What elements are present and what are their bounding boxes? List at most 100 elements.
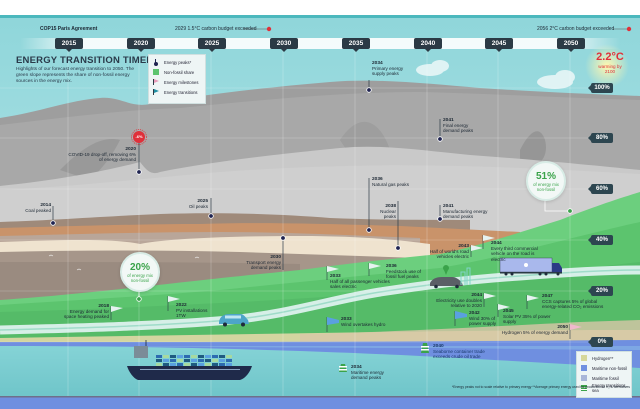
annotation-year: 2044 (471, 293, 482, 298)
annotation-text: Wind overtakes hydro (341, 322, 386, 328)
annotation-year: 2047 (542, 294, 553, 299)
annotation-text: Maritime energy demand peaks (351, 370, 384, 381)
scale-label-0: 0% (588, 337, 613, 347)
annotation-year: 2014 (40, 203, 51, 208)
electric-truck-icon (499, 257, 562, 276)
annotation-year: 2033 (330, 274, 341, 279)
annotation-year: 2020 (125, 147, 136, 152)
legend-label: Non-fossil share (164, 69, 195, 75)
annotation-year: 2018 (98, 304, 109, 309)
annotation-year: 2042 (469, 311, 480, 316)
flag-icon-2043 (470, 245, 483, 257)
legend-item-non-fossil: Non-fossil share (149, 67, 205, 77)
annotation-text: CCS captures 5% of global energy-related… (542, 299, 604, 310)
year-label-2030: 2030 (270, 38, 298, 52)
annotation-text: Every third commercial vehicle on the ro… (491, 246, 538, 262)
pink-flag-icon (153, 79, 159, 85)
annotation-text: Primary energy supply peaks (372, 66, 404, 77)
event-cop15: COP15 Paris Agreement (40, 26, 98, 32)
bubble-51-percent: 51% of energy mix non-fossil (526, 161, 566, 201)
buoy-icon-2034 (339, 364, 347, 372)
annotation-text: PV installations 1TW (176, 308, 208, 319)
windsock-icon-2042 (454, 311, 467, 326)
annotation-text: Transport energy demand peaks (246, 260, 281, 271)
year-label-2035: 2035 (342, 38, 370, 52)
annotation-year: 2034 (372, 61, 383, 66)
peak-pin-2025 (208, 213, 214, 219)
peak-pin-2034 (366, 87, 372, 93)
warming-value: 2.2°C (596, 51, 624, 63)
bubble-value: 51% (535, 171, 556, 182)
event-carbon-budget-1-5: 2029 1.5°C carbon budget exceeded (175, 26, 257, 32)
legend-label: Maritime fossil (592, 375, 619, 381)
annotation-text: Nuclear peaks (380, 209, 396, 220)
scale-label-60: 60% (588, 184, 613, 194)
bubble-value: 20% (129, 262, 150, 273)
flag-icon-2022 (167, 296, 180, 311)
annotation-year: 2041 (443, 118, 454, 123)
annotation-text: Electricity use doubles relative to 2020 (436, 298, 482, 309)
annotation-text: Half of all passenger vehicles sales ele… (330, 279, 390, 290)
carbon-budget-marker-2029 (266, 26, 272, 32)
scale-label-100: 100% (588, 83, 613, 93)
annotation-year: 2044 (491, 241, 502, 246)
annotation-text: Manufacturing energy demand peaks (443, 209, 488, 220)
footnote: *Energy peaks not to scale relative to p… (451, 385, 630, 389)
electric-car-icon (430, 265, 463, 289)
peak-pin-2030 (280, 235, 286, 241)
container-ship-icon (127, 340, 252, 380)
annotation-text: Coal peaked (25, 208, 51, 214)
pin-icon (153, 59, 159, 66)
windsock-icon-2033 (326, 317, 339, 332)
legend-label: Energy transitions sea (592, 383, 626, 393)
bubble-label: of energy mix non-fossil (127, 273, 153, 283)
year-label-2015: 2015 (55, 38, 83, 52)
annotation-year: 2045 (503, 309, 514, 314)
peak-pin-lines (52, 80, 441, 270)
peak-pins (50, 87, 443, 251)
scale-label-40: 40% (588, 235, 613, 245)
annotation-text: Wind 30% of power supply (469, 316, 497, 327)
annotation-year: 2022 (176, 303, 187, 308)
carbon-budget-marker-2056 (626, 26, 632, 32)
green-square-icon (153, 69, 159, 75)
legend-label: Maritime non-fossil (592, 365, 628, 371)
annotation-year: 2033 (341, 317, 352, 322)
year-label-2020: 2020 (127, 38, 155, 52)
annotation-year: 2025 (197, 199, 208, 204)
legend-item-maritime-fossil: Maritime fossil (577, 373, 631, 383)
annotation-year: 2040 (433, 344, 444, 349)
warming-label: warming by 2100 (598, 64, 622, 75)
flag-icon-2047 (526, 295, 539, 309)
buoy-icon (581, 385, 587, 391)
annotation-year: 2036 (386, 264, 397, 269)
year-label-2045: 2045 (485, 38, 513, 52)
legend-label: Hydrogen** (592, 355, 614, 361)
legend-item-transitions: Energy transitions (149, 87, 205, 97)
charging-station-icon (460, 267, 471, 285)
annotation-text: Final energy demand peaks (443, 123, 474, 134)
legend-item-transitions-sea: Energy transitions sea (577, 383, 631, 393)
annotation-year: 2043 (458, 244, 469, 249)
car-icon (219, 314, 249, 327)
legend-bottom: Hydrogen** Maritime non-fossil Maritime … (576, 351, 632, 398)
buoy-icon-2040 (421, 343, 429, 353)
legend-item-milestones: Energy milestones (149, 77, 205, 87)
annotation-year: 2036 (372, 177, 383, 182)
year-label-2050: 2050 (557, 38, 585, 52)
annotation-text: Solar PV 35% of power supply (503, 314, 551, 325)
